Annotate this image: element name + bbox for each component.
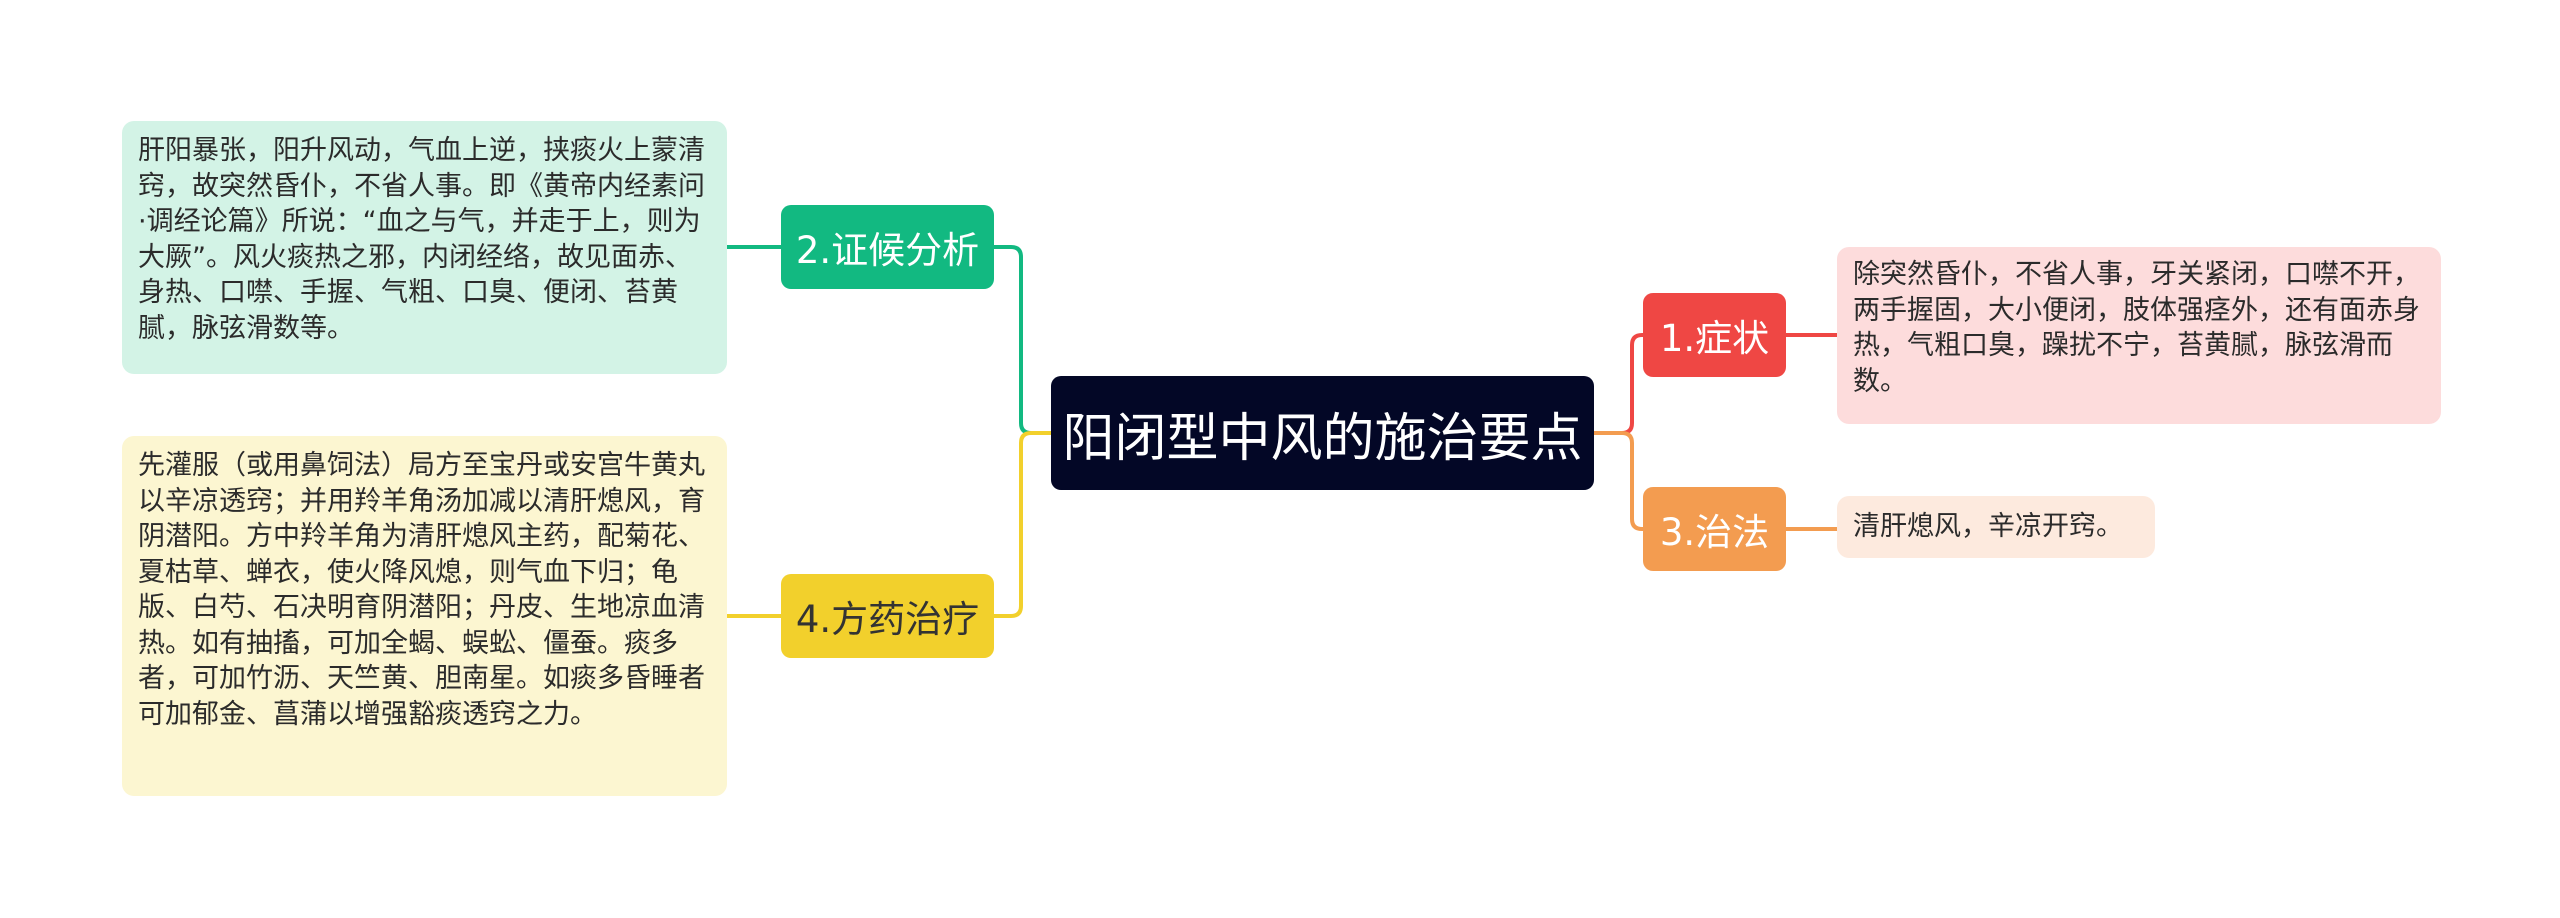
treatment-method-detail[interactable]: 清肝熄风，辛凉开窍。 bbox=[1837, 496, 2155, 558]
root-topic[interactable]: 阳闭型中风的施治要点 bbox=[1051, 376, 1594, 490]
branch-symptoms[interactable]: 1.症状 bbox=[1643, 293, 1786, 377]
connector-root-analysis bbox=[994, 245, 1051, 435]
prescription-detail[interactable]: 先灌服（或用鼻饲法）局方至宝丹或安宫牛黄丸以辛凉透窍；并用羚羊角汤加减以清肝熄风… bbox=[122, 436, 727, 796]
branch-treatment-method[interactable]: 3.治法 bbox=[1643, 487, 1786, 571]
connector-root-prescription bbox=[994, 431, 1051, 618]
branch-prescription[interactable]: 4.方药治疗 bbox=[781, 574, 994, 658]
connector-root-treatment bbox=[1594, 431, 1643, 531]
branch-syndrome-analysis[interactable]: 2.证候分析 bbox=[781, 205, 994, 289]
symptoms-detail[interactable]: 除突然昏仆，不省人事，牙关紧闭，口噤不开，两手握固，大小便闭，肢体强痉外，还有面… bbox=[1837, 247, 2441, 424]
syndrome-analysis-detail[interactable]: 肝阳暴张，阳升风动，气血上逆，挟痰火上蒙清窍，故突然昏仆，不省人事。即《黄帝内经… bbox=[122, 121, 727, 374]
connector-root-symptoms bbox=[1594, 333, 1643, 435]
